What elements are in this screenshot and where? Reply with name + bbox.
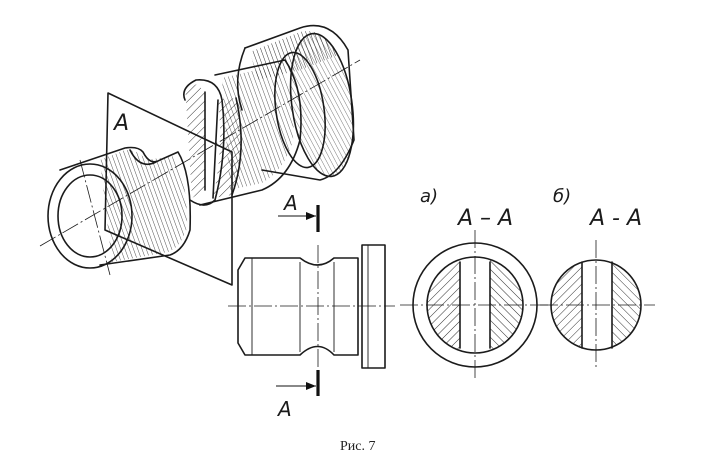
cut-body — [183, 59, 302, 206]
arrow-label-top: A — [282, 191, 298, 215]
section-b-letter: б) — [553, 186, 571, 207]
isometric-part: A — [39, 24, 361, 286]
figure-caption: Рис. 7 — [340, 439, 376, 454]
section-a-letter: а) — [420, 186, 438, 207]
front-tube — [47, 146, 192, 269]
plane-label: A — [112, 111, 129, 136]
section-b-title: А - А — [588, 206, 642, 231]
section-a: а) А – А — [400, 186, 550, 380]
front-view — [228, 244, 395, 370]
section-a-title: А – А — [456, 206, 513, 231]
arrow-label-bottom: A — [276, 397, 292, 421]
section-marker-bottom: A — [276, 370, 320, 421]
section-b: б) А - А — [540, 186, 655, 370]
section-marker-top: A — [278, 191, 320, 232]
